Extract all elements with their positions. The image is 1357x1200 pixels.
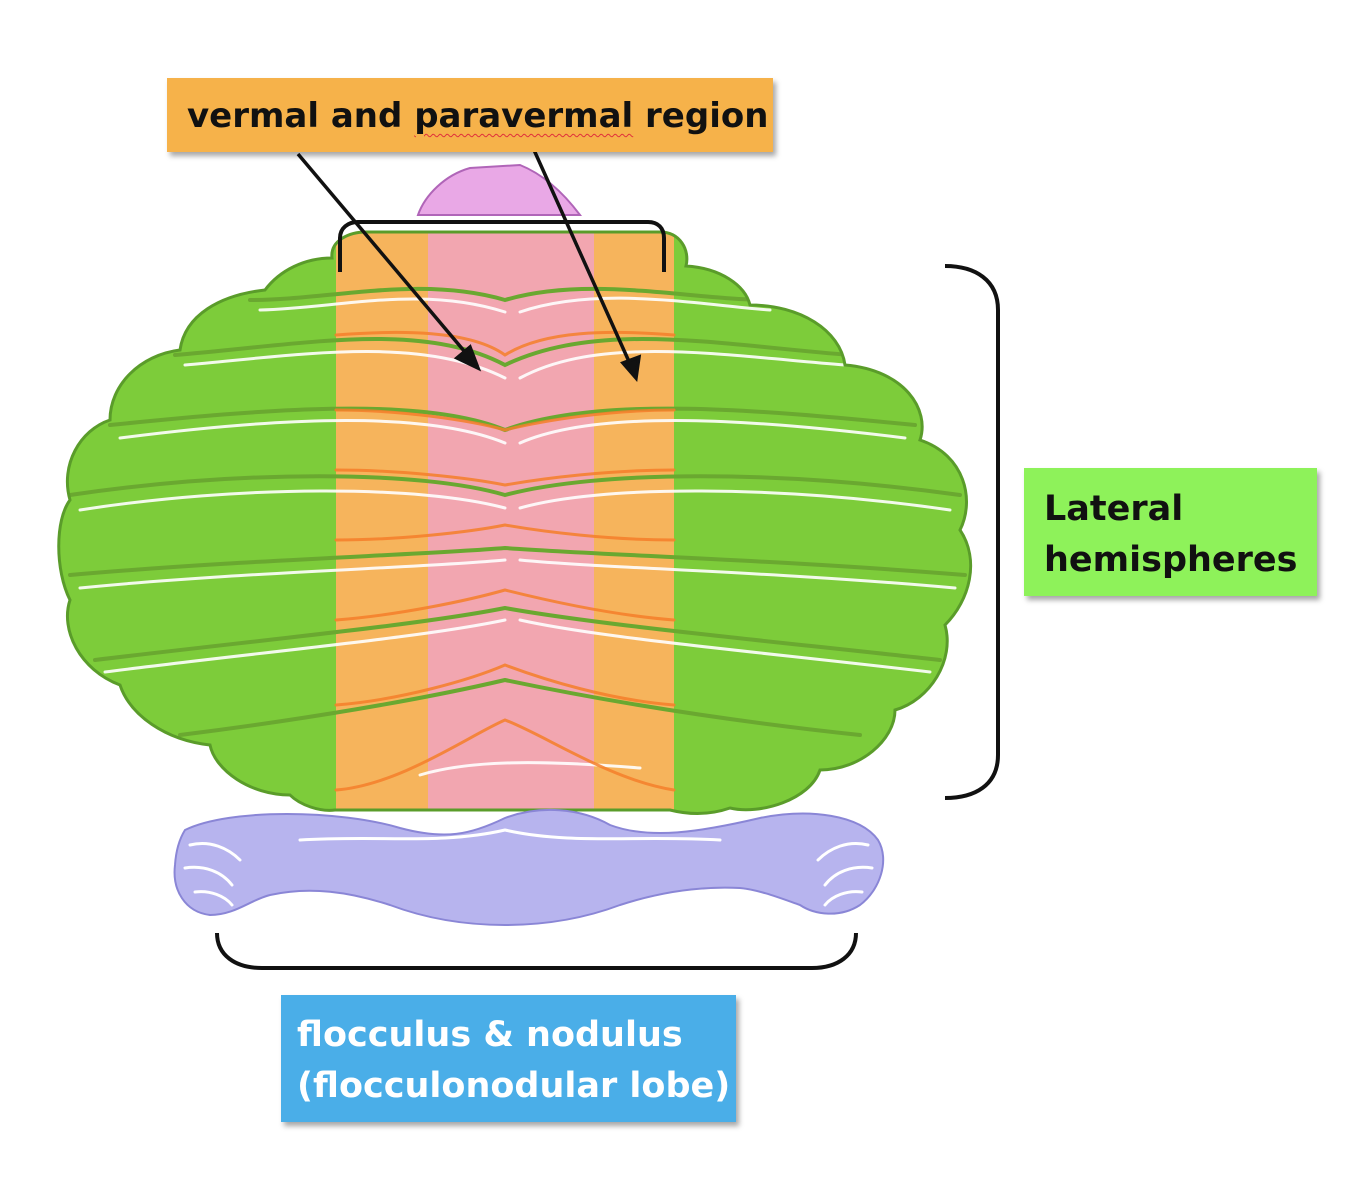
highlight-line <box>518 489 952 512</box>
cerebellum-outline <box>57 230 973 815</box>
arrow-to-paravermis <box>532 149 633 367</box>
left-paravermis-strip <box>336 232 428 814</box>
lobule-line <box>823 890 864 907</box>
vermis-strip <box>428 232 594 814</box>
lateral-hemispheres-label: Lateral hemispheres <box>1024 468 1317 596</box>
vermis-fissure <box>334 408 676 432</box>
lateral-label-line1: Lateral <box>1044 489 1184 529</box>
highlight-line <box>78 489 507 512</box>
arrow-to-vermis <box>296 152 472 360</box>
flocculonodular-label: flocculus & nodulus (flocculonodular lob… <box>281 995 736 1122</box>
flocculus-label-line1: flocculus & nodulus <box>297 1015 683 1055</box>
vermal-label-suffix: region <box>633 96 769 136</box>
flocculonodular-bracket <box>215 932 858 970</box>
vermal-bracket <box>338 220 666 272</box>
lobule-line <box>823 865 874 887</box>
highlight-line <box>418 761 642 777</box>
vermis-fissure <box>334 663 676 707</box>
pointer-arrows <box>296 149 642 383</box>
folia-fissures <box>68 286 967 792</box>
vermal-label-underlined-word: paravermal <box>414 96 634 136</box>
cerebellum-body <box>58 232 971 814</box>
lobule-line <box>816 842 870 862</box>
fissure-line <box>248 286 772 303</box>
highlight-line <box>518 419 907 445</box>
lobule-line <box>298 828 722 842</box>
arrow-head <box>453 344 482 372</box>
highlight-line <box>118 419 507 445</box>
lobule-line <box>183 865 234 887</box>
highlight-line <box>518 350 847 380</box>
vermis-fissure <box>334 523 676 542</box>
lobule-line <box>188 842 242 862</box>
fissure-line <box>68 545 967 577</box>
highlight-line <box>103 618 507 674</box>
highlight-line <box>518 558 957 590</box>
highlight-line <box>518 296 772 314</box>
highlight-line <box>78 558 507 590</box>
lobule-line <box>193 890 234 907</box>
vermis-fissure <box>334 468 676 487</box>
highlight-line <box>258 297 507 314</box>
fissure-line <box>68 474 962 498</box>
flocculus-lobules <box>183 828 874 907</box>
fissure-line <box>178 677 862 737</box>
vermis-fissure <box>334 718 676 792</box>
flocculus-label-line2: (flocculonodular lobe) <box>297 1066 731 1106</box>
lateral-hemispheres-bracket <box>944 264 1000 800</box>
lateral-label-line2: hemispheres <box>1044 540 1298 580</box>
vermal-paravermal-label: vermal and paravermal region <box>167 78 773 152</box>
vermal-label-prefix: vermal and <box>187 96 415 136</box>
right-paravermis-strip <box>594 232 674 814</box>
highlight-line <box>518 618 932 674</box>
vermis-fissure <box>334 588 676 622</box>
fissure-line <box>93 605 942 662</box>
top-pink-nub <box>416 163 583 216</box>
flocculonodular-lobe <box>173 809 885 927</box>
fissure-line <box>173 337 852 368</box>
arrow-head <box>620 354 642 383</box>
